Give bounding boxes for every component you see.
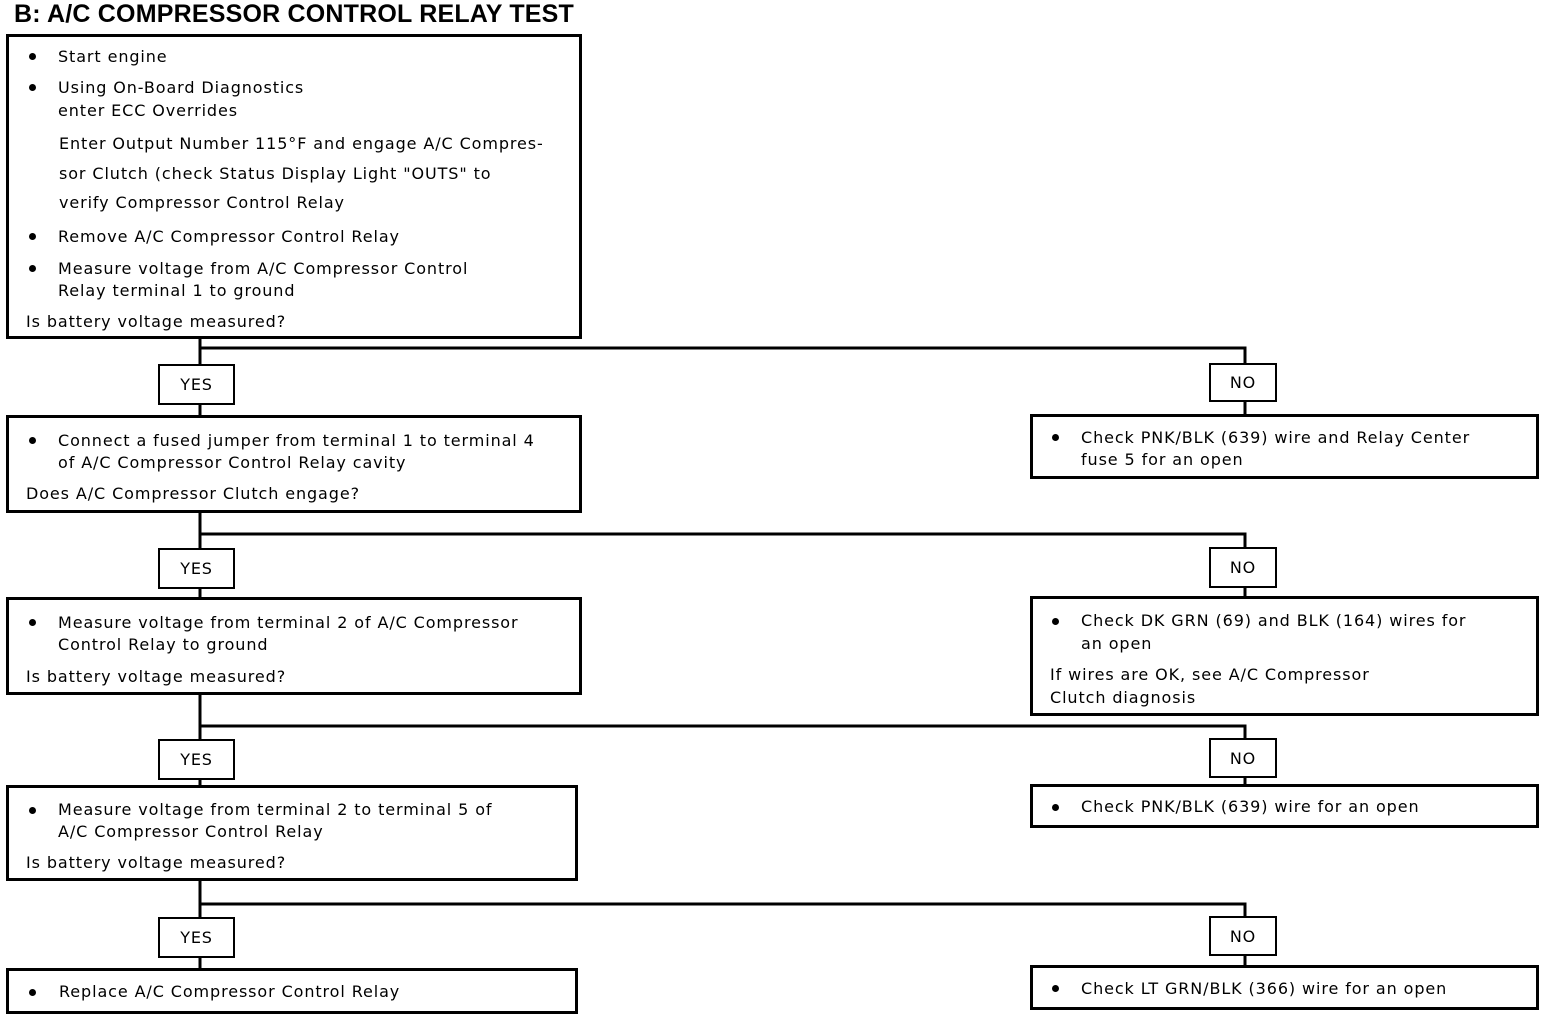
step1-bullet2-line1: Using On-Board Diagnostics: [58, 78, 305, 97]
no3-box: Check PNK/BLK (639) wire for an open: [1030, 784, 1539, 828]
step1-bullet2-line2: enter ECC Overrides: [58, 101, 238, 120]
no1-line2: fuse 5 for an open: [1081, 450, 1244, 469]
bullet-icon: [29, 437, 36, 444]
no1-box: Check PNK/BLK (639) wire and Relay Cente…: [1030, 414, 1539, 479]
no1-line1: Check PNK/BLK (639) wire and Relay Cente…: [1081, 428, 1471, 447]
no3-line1: Check PNK/BLK (639) wire for an open: [1081, 797, 1420, 816]
bullet-icon: [29, 84, 36, 91]
step2-question: Does A/C Compressor Clutch engage?: [26, 484, 360, 503]
step1-note-line2: sor Clutch (check Status Display Light "…: [59, 164, 492, 183]
connector-step4: [198, 880, 1247, 969]
bullet-icon: [1052, 985, 1059, 992]
step2-box: Connect a fused jumper from terminal 1 t…: [6, 415, 582, 513]
no4-line1: Check LT GRN/BLK (366) wire for an open: [1081, 979, 1448, 998]
no-label-4: NO: [1209, 916, 1277, 956]
yes-label-4: YES: [158, 917, 235, 958]
no-label-3: NO: [1209, 738, 1277, 778]
bullet-icon: [29, 233, 36, 240]
bullet-icon: [29, 53, 36, 60]
yes4-box: Replace A/C Compressor Control Relay: [6, 968, 578, 1014]
step1-bullet1: Start engine: [58, 47, 168, 66]
step2-line1: Connect a fused jumper from terminal 1 t…: [58, 431, 535, 450]
no4-box: Check LT GRN/BLK (366) wire for an open: [1030, 965, 1539, 1010]
no-label-2: NO: [1209, 547, 1277, 588]
chart-title: B: A/C COMPRESSOR CONTROL RELAY TEST: [14, 0, 575, 28]
step3-question: Is battery voltage measured?: [26, 667, 287, 686]
step3-line1: Measure voltage from terminal 2 of A/C C…: [58, 613, 519, 632]
step1-question: Is battery voltage measured?: [26, 312, 287, 331]
bullet-icon: [29, 265, 36, 272]
bullet-icon: [29, 619, 36, 626]
step3-box: Measure voltage from terminal 2 of A/C C…: [6, 597, 582, 695]
step1-box: Start engine Using On-Board Diagnostics …: [6, 34, 582, 339]
step4-question: Is battery voltage measured?: [26, 853, 287, 872]
step4-line1: Measure voltage from terminal 2 to termi…: [58, 800, 493, 819]
no2-line2: an open: [1081, 634, 1153, 653]
no2-box: Check DK GRN (69) and BLK (164) wires fo…: [1030, 596, 1539, 716]
step1-bullet4-line1: Measure voltage from A/C Compressor Cont…: [58, 259, 469, 278]
no-label-1: NO: [1209, 363, 1277, 402]
yes4-line1: Replace A/C Compressor Control Relay: [59, 982, 401, 1001]
connector-step2: [198, 512, 1247, 598]
no2-line3: If wires are OK, see A/C Compressor: [1050, 665, 1370, 684]
no2-line4: Clutch diagnosis: [1050, 688, 1197, 707]
bullet-icon: [29, 807, 36, 814]
yes-label-1: YES: [158, 364, 235, 405]
step4-line2: A/C Compressor Control Relay: [58, 822, 324, 841]
connector-step1: [198, 338, 1247, 416]
step1-note-line1: Enter Output Number 115°F and engage A/C…: [59, 134, 544, 153]
step3-line2: Control Relay to ground: [58, 635, 269, 654]
step4-box: Measure voltage from terminal 2 to termi…: [6, 785, 578, 881]
step1-bullet4-line2: Relay terminal 1 to ground: [58, 281, 296, 300]
no2-line1: Check DK GRN (69) and BLK (164) wires fo…: [1081, 611, 1467, 630]
step2-line2: of A/C Compressor Control Relay cavity: [58, 453, 407, 472]
bullet-icon: [1052, 804, 1059, 811]
step1-note-line3: verify Compressor Control Relay: [59, 193, 345, 212]
yes-label-3: YES: [158, 739, 235, 780]
bullet-icon: [29, 989, 36, 996]
bullet-icon: [1052, 434, 1059, 441]
step1-bullet3: Remove A/C Compressor Control Relay: [58, 227, 400, 246]
bullet-icon: [1052, 618, 1059, 625]
yes-label-2: YES: [158, 548, 235, 589]
